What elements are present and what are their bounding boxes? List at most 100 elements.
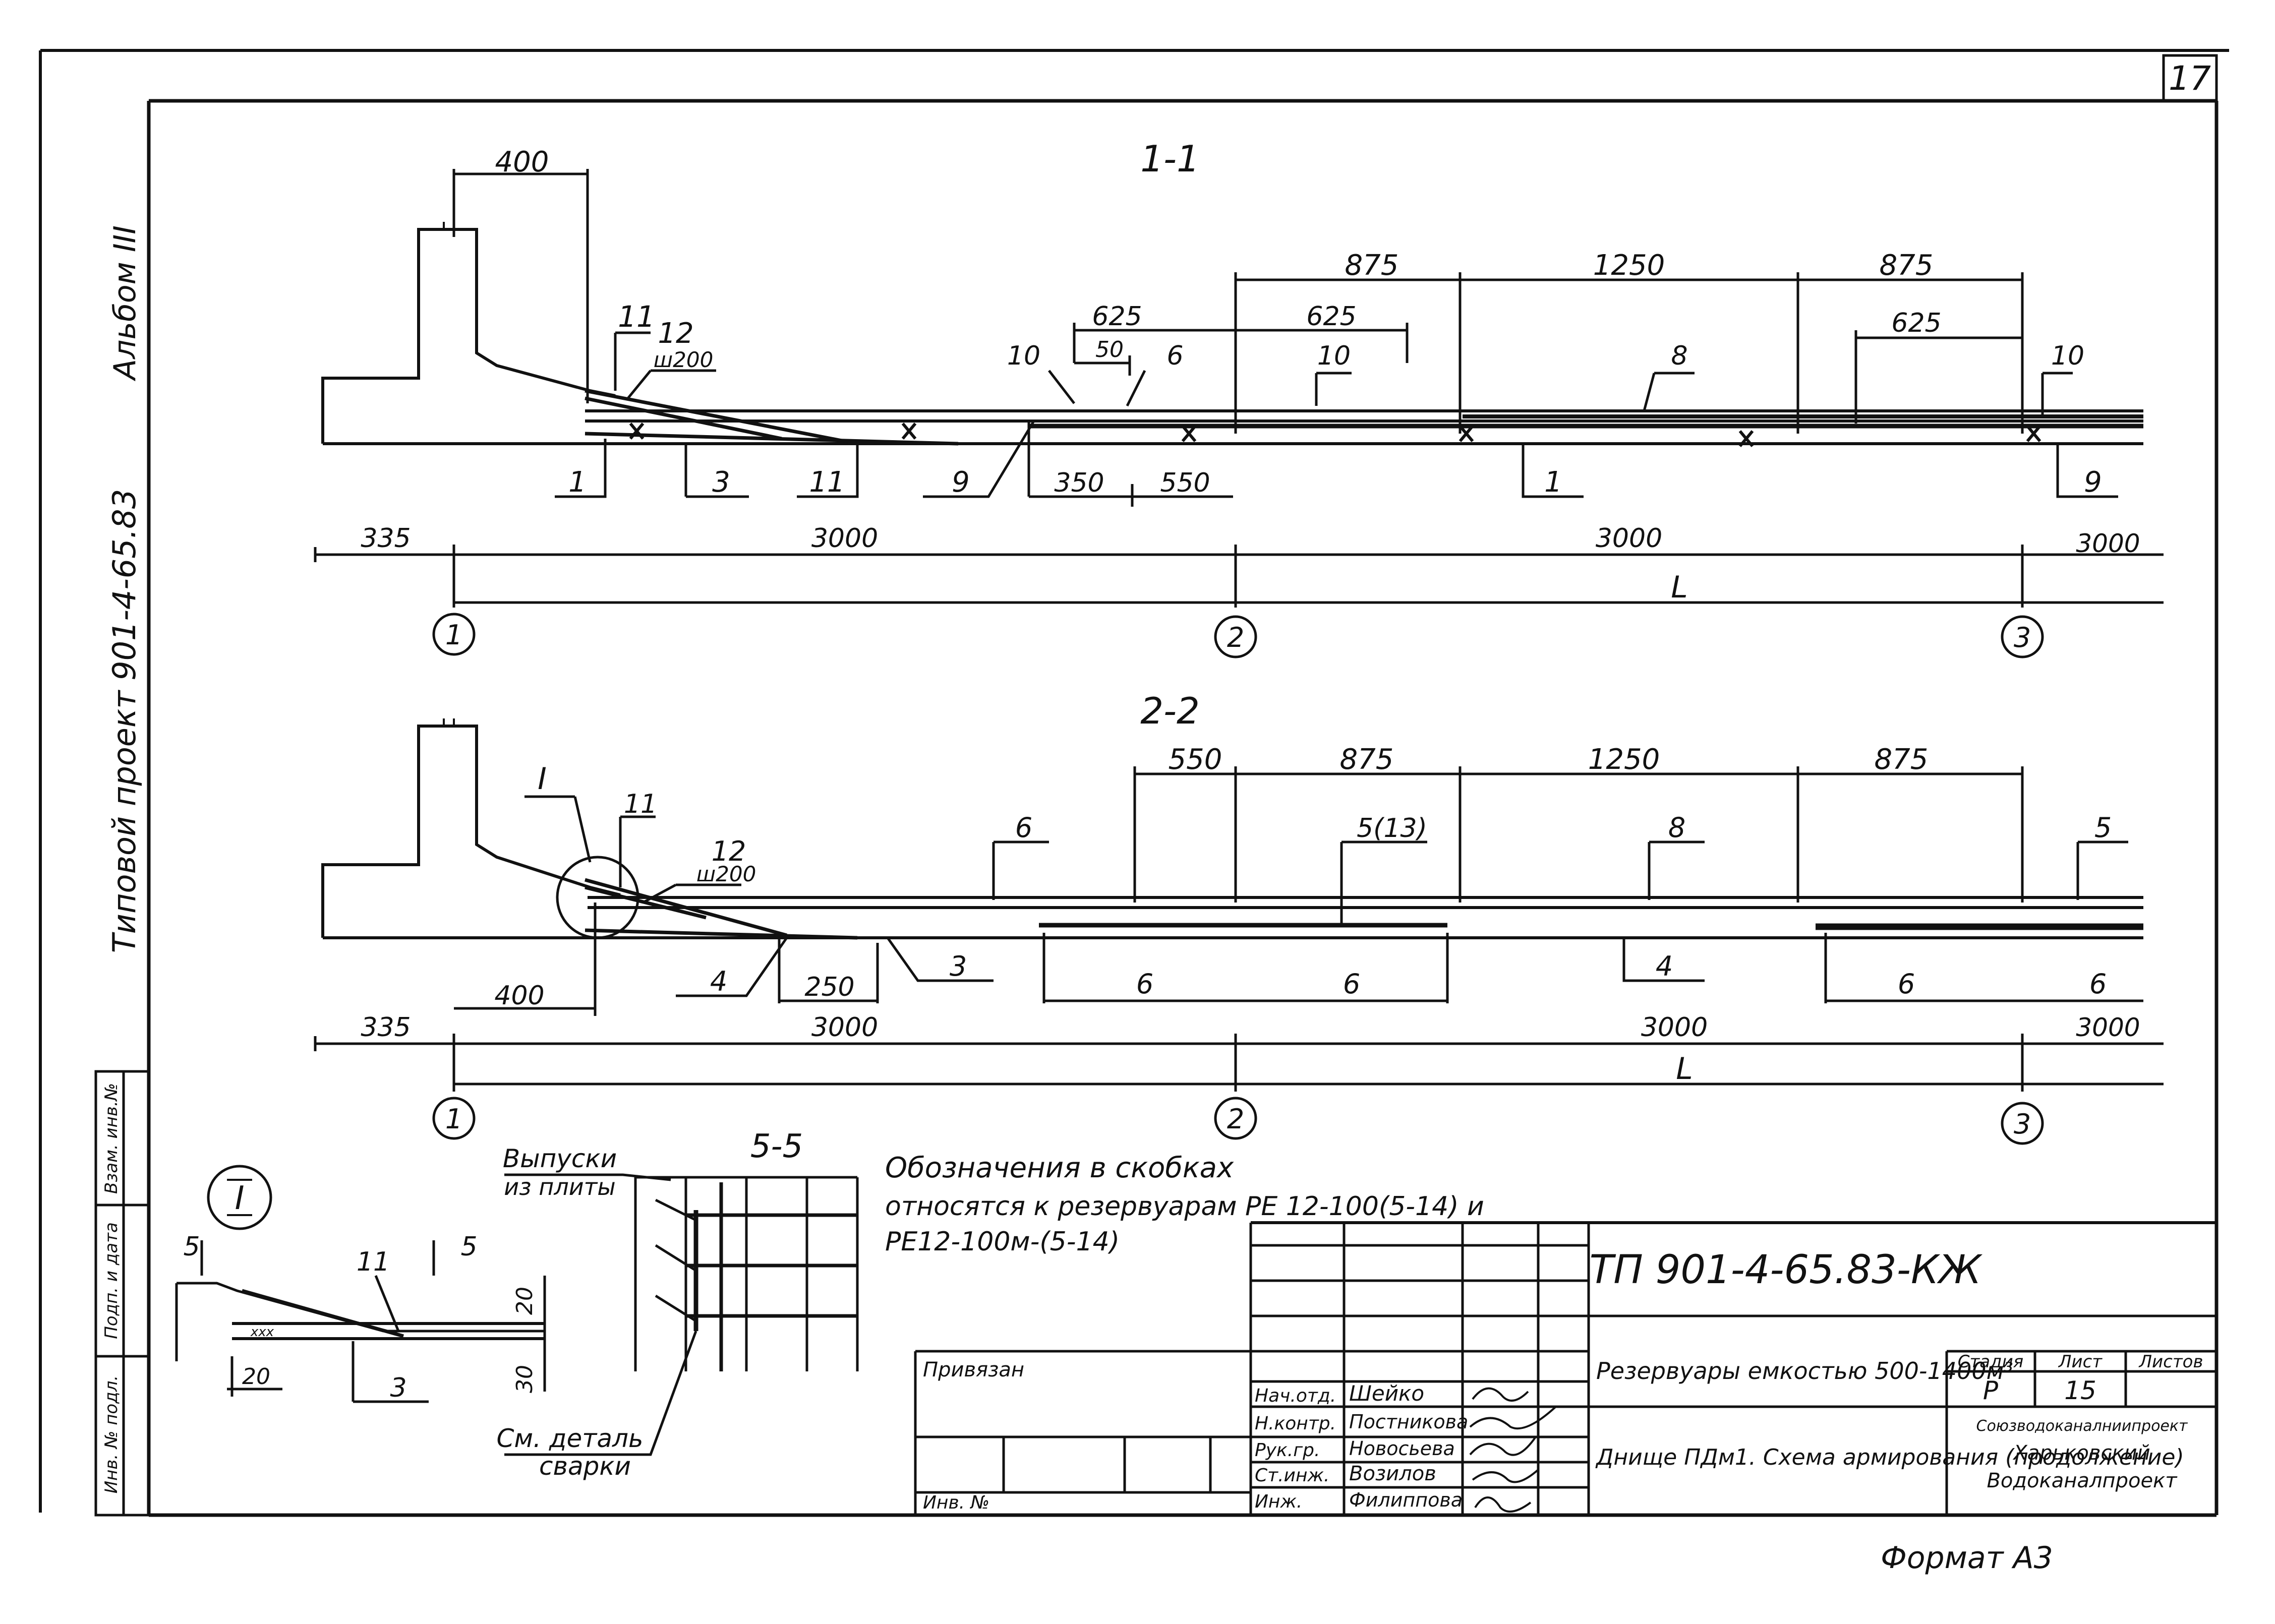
inventory-stamp: Взам. инв.№ Подп. и дата Инв. № подл. xyxy=(94,1070,150,1517)
mark-1-a: 1 xyxy=(568,466,587,499)
dim-3000-1a: 3000 xyxy=(811,523,878,554)
mark-5-13: 5(13) xyxy=(1357,813,1427,844)
dim-3000-1b: 3000 xyxy=(1596,523,1662,554)
span-label-2: L xyxy=(1676,1051,1693,1087)
dim-1250-2: 1250 xyxy=(1588,743,1660,776)
section-2-2: 2-2 550 875 1250 875 xyxy=(314,690,2164,1145)
dim-50: 50 xyxy=(1095,337,1124,363)
leaders-top-1 xyxy=(614,331,2073,418)
privyazan-label: Привязан xyxy=(923,1358,1024,1381)
album-label: Альбом III xyxy=(107,225,143,382)
dim-3000-2b: 3000 xyxy=(1641,1012,1708,1043)
axis-1-label-2: 1 xyxy=(445,1103,462,1135)
dim-875-2b: 875 xyxy=(1875,743,1929,776)
mark-11-bottom: 11 xyxy=(809,466,845,499)
detail-I-ref: I xyxy=(235,1180,245,1217)
dim-250: 250 xyxy=(804,972,854,1002)
name-2: Постникова xyxy=(1349,1411,1468,1433)
title-block: ТП 901-4-65.83-КЖ Привязан Инв. № Нач.от… xyxy=(914,1221,2216,1515)
mark-5-2: 5 xyxy=(2094,812,2112,844)
axis-2-label: 2 xyxy=(1227,622,1244,653)
detail-cut-5-left: 5 xyxy=(183,1232,200,1262)
section-5-5-title: 5-5 xyxy=(750,1128,803,1165)
mark-6-2: 6 xyxy=(1015,812,1032,844)
sheets-label: Листов xyxy=(2138,1352,2203,1372)
mark-10-c: 10 xyxy=(2051,341,2084,371)
callout-svarki: сварки xyxy=(539,1452,631,1481)
detail-I: I 5 5 11 3 xxx 20 20 30 xyxy=(175,1165,546,1403)
sheet-label: Лист xyxy=(2058,1352,2103,1372)
mark-11-top: 11 xyxy=(618,299,655,334)
mark-3-2: 3 xyxy=(950,950,967,982)
mark-6-a: 6 xyxy=(1136,968,1153,1000)
leaders-top-2 xyxy=(524,795,2128,925)
signatures xyxy=(1469,1387,1557,1513)
detail-cut-5-right: 5 xyxy=(460,1232,477,1262)
callout-vypuski: Выпуски xyxy=(503,1144,617,1173)
axis-dimlines-2 xyxy=(314,1034,2164,1092)
org-line-2: Харьковский xyxy=(2012,1441,2150,1465)
mark-1-b: 1 xyxy=(1544,466,1562,499)
dim-625-b: 625 xyxy=(1306,302,1356,332)
section-1-1-title: 1-1 xyxy=(1140,138,1200,180)
sheet-frame xyxy=(39,49,2229,1517)
mark-12-2: 12 xyxy=(712,835,746,867)
mark-8: 8 xyxy=(1671,341,1687,371)
dim-3000-2a: 3000 xyxy=(811,1012,878,1043)
detail-small-marks: xxx xyxy=(250,1325,274,1340)
dim-625-c: 625 xyxy=(1891,308,1941,338)
dimlines-top-1 xyxy=(452,169,2024,434)
mark-9-b: 9 xyxy=(2084,466,2102,499)
inv-no-label: Инв. № xyxy=(923,1492,989,1513)
role-2: Н.контр. xyxy=(1255,1413,1336,1434)
inventory-col-1: Взам. инв.№ xyxy=(101,1083,122,1194)
callout-iz-plity: из плиты xyxy=(504,1173,615,1200)
mark-6-b: 6 xyxy=(1343,968,1360,1000)
rebars-1 xyxy=(585,389,2143,446)
stage-label: Стадия xyxy=(1958,1352,2023,1372)
sheet-number: 17 xyxy=(2169,59,2211,98)
wall-profile-1 xyxy=(321,222,2143,445)
org-line-1: Союзводоканалниипроект xyxy=(1976,1417,2189,1435)
dim-400-1: 400 xyxy=(495,146,549,178)
detail-ref-label: I xyxy=(538,761,547,797)
dim-335-2: 335 xyxy=(361,1012,411,1043)
mark-11-2: 11 xyxy=(624,789,657,819)
role-1: Нач.отд. xyxy=(1255,1386,1336,1406)
axis-markers-1 xyxy=(432,613,2044,658)
axis-1-label: 1 xyxy=(445,619,462,651)
axis-2-label-2: 2 xyxy=(1227,1103,1244,1135)
mark-9-a: 9 xyxy=(952,466,970,499)
detail-dim-20-side: 20 xyxy=(512,1287,538,1315)
mark-4-a: 4 xyxy=(710,966,727,997)
step-label-2: ш200 xyxy=(696,862,756,886)
section-1-1: 1-1 xyxy=(314,138,2164,658)
mark-3: 3 xyxy=(712,466,730,499)
side-labels: Альбом III Типовой проект 901-4-65.83 xyxy=(106,225,143,953)
mark-6: 6 xyxy=(1166,341,1183,371)
dim-1250: 1250 xyxy=(1593,249,1665,282)
axis-dimlines-1 xyxy=(314,545,2164,608)
detail-mark-11: 11 xyxy=(357,1247,390,1277)
mark-4-b: 4 xyxy=(1656,950,1673,982)
dim-3000-2c: 3000 xyxy=(2076,1013,2140,1042)
leaders-bottom-2 xyxy=(454,903,2143,1016)
org-line-3: Водоканалпроект xyxy=(1987,1469,2178,1492)
axis-markers-2 xyxy=(432,1097,2044,1145)
callout-sm-detal: См. деталь xyxy=(497,1424,644,1453)
dimlines-top-2 xyxy=(1133,766,2024,903)
wall-profile-2 xyxy=(321,718,2143,939)
dim-3000-1c: 3000 xyxy=(2076,529,2140,558)
rebar-crosses-1 xyxy=(629,423,2041,447)
dim-350: 350 xyxy=(1054,468,1104,498)
dim-400-2: 400 xyxy=(494,981,544,1011)
note-line-3: РЕ12-100м-(5-14) xyxy=(885,1227,1120,1257)
dim-875-2a: 875 xyxy=(1340,743,1394,776)
note-line-2: относятся к резервуарам РЕ 12-100(5-14) … xyxy=(885,1191,1484,1222)
name-4: Возилов xyxy=(1349,1462,1436,1485)
dim-335-1: 335 xyxy=(361,523,411,554)
note-block: Обозначения в скобках относятся к резерв… xyxy=(885,1152,1484,1257)
axis-3-label-2: 3 xyxy=(2014,1108,2031,1140)
dim-875-a: 875 xyxy=(1345,249,1399,282)
